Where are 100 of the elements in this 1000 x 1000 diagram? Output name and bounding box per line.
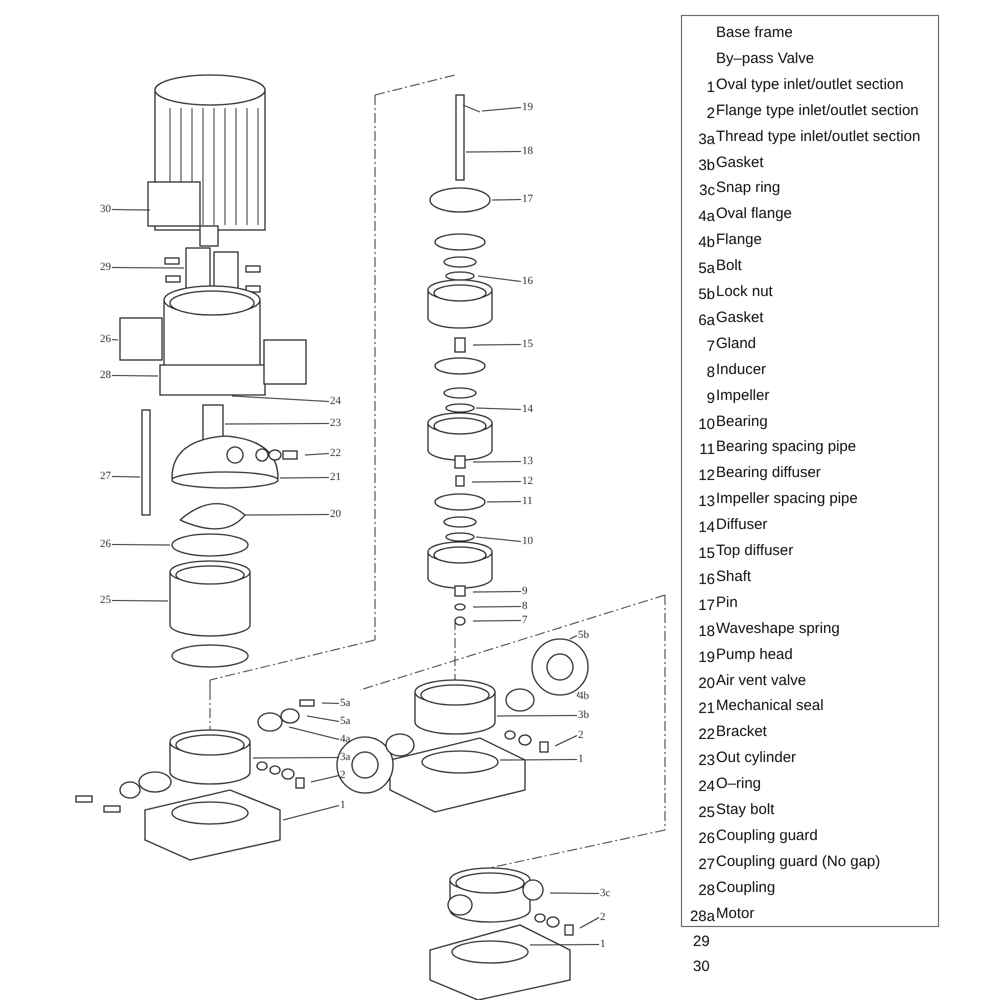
leader-line [232, 396, 330, 402]
leader-line [112, 267, 184, 268]
part-number: 22 [697, 726, 715, 744]
part-name: Pump head [716, 646, 793, 664]
part-name: Gasket [716, 154, 764, 172]
callout-number: 1 [600, 938, 606, 951]
part-number: 11 [698, 441, 715, 460]
part-number: 3b [697, 156, 715, 174]
callout-number: 14 [522, 403, 533, 416]
callout-number: 3c [600, 887, 610, 900]
callout-number: 26 [100, 538, 111, 551]
part-name: Top diffuser [716, 542, 794, 560]
part-name: Coupling guard (No gap) [716, 852, 880, 871]
part-name: Impeller spacing pipe [716, 490, 858, 508]
leader-line [466, 151, 522, 152]
part-number: 4b [697, 234, 715, 252]
part-number: 17 [697, 596, 715, 615]
part-number: 18 [697, 622, 715, 641]
callout-number: 22 [330, 447, 341, 460]
callout-number: 5b [578, 629, 589, 642]
part-name: By–pass Valve [716, 50, 814, 68]
part-name: Air vent valve [716, 672, 806, 690]
leader-line [112, 600, 168, 602]
part-number: 10 [697, 416, 715, 434]
leader-line [500, 759, 578, 760]
callout-number: 26 [100, 333, 111, 346]
part-number: 12 [697, 467, 715, 486]
leader-line [580, 917, 600, 928]
callout-number: 5a [340, 697, 350, 710]
part-name: Diffuser [716, 516, 768, 534]
part-name: Bearing spacing pipe [716, 438, 856, 456]
callout-number: 4a [340, 733, 350, 746]
leader-line [472, 620, 522, 622]
leader-line [112, 544, 170, 546]
leader-line [476, 536, 522, 542]
callout-number: 16 [522, 275, 533, 288]
part-number: 30 [693, 958, 710, 976]
part-number: 26 [697, 830, 715, 848]
part-name: Out cylinder [716, 749, 796, 768]
part-name: Mechanical seal [716, 697, 824, 716]
part-number: 5b [697, 286, 715, 304]
part-number: 29 [693, 932, 710, 950]
callout-number: 8 [522, 600, 528, 613]
part-number: 4a [697, 208, 715, 226]
part-name: Base frame [716, 24, 793, 42]
callout-number: 1 [340, 799, 346, 812]
part-name: Stay bolt [716, 801, 774, 819]
part-number: 2 [706, 104, 715, 123]
callout-number: 4b [578, 690, 589, 703]
leader-line [112, 476, 140, 478]
part-name: Bearing diffuser [716, 464, 821, 482]
part-number: 23 [697, 752, 715, 770]
part-name: Shaft [716, 568, 752, 586]
part-name: Waveshape spring [716, 620, 840, 638]
leader-line [280, 477, 330, 478]
callout-number: 11 [522, 495, 533, 508]
callout-number: 12 [522, 475, 533, 488]
part-name: Bolt [716, 257, 742, 276]
part-number: 21 [697, 700, 715, 718]
part-name: Coupling [716, 878, 776, 897]
leader-line [550, 892, 600, 894]
leader-line [304, 453, 330, 456]
part-name: Oval flange [716, 205, 792, 224]
callout-number: 1 [578, 753, 584, 766]
callout-number: 9 [522, 585, 528, 598]
callout-number: 2 [340, 769, 346, 782]
callout-number: 17 [522, 193, 533, 206]
part-number: 28a [688, 908, 715, 926]
part-number: 3a [697, 130, 715, 149]
part-number: 16 [697, 570, 715, 589]
callout-number: 21 [330, 471, 341, 484]
leader-line [472, 591, 522, 592]
callout-number: 19 [522, 101, 533, 114]
leader-line [322, 702, 340, 704]
callout-number: 15 [522, 338, 533, 351]
part-name: Bearing [716, 412, 768, 430]
part-name: Lock nut [716, 283, 773, 301]
leader-line [492, 199, 522, 200]
part-number: 15 [697, 545, 715, 563]
part-name: Gland [716, 334, 756, 353]
leader-line [244, 514, 330, 516]
callout-number: 7 [522, 614, 528, 627]
leader-line [472, 344, 522, 346]
callout-number: 30 [100, 203, 111, 216]
leader-line [496, 715, 578, 716]
callout-number: 28 [100, 369, 111, 382]
part-number: 8 [706, 364, 715, 382]
part-number: 24 [697, 778, 715, 796]
leader-line [576, 692, 580, 697]
leader-line [282, 805, 340, 820]
leader-line [476, 408, 522, 410]
leader-line [482, 107, 522, 112]
leader-line [288, 726, 340, 740]
part-number: 25 [697, 804, 715, 822]
part-name: Snap ring [716, 179, 780, 198]
callout-number: 2 [578, 729, 584, 742]
part-number: 19 [697, 648, 715, 667]
callout-number: 2 [600, 911, 606, 924]
leader-line [570, 635, 578, 640]
leader-line [530, 944, 600, 946]
